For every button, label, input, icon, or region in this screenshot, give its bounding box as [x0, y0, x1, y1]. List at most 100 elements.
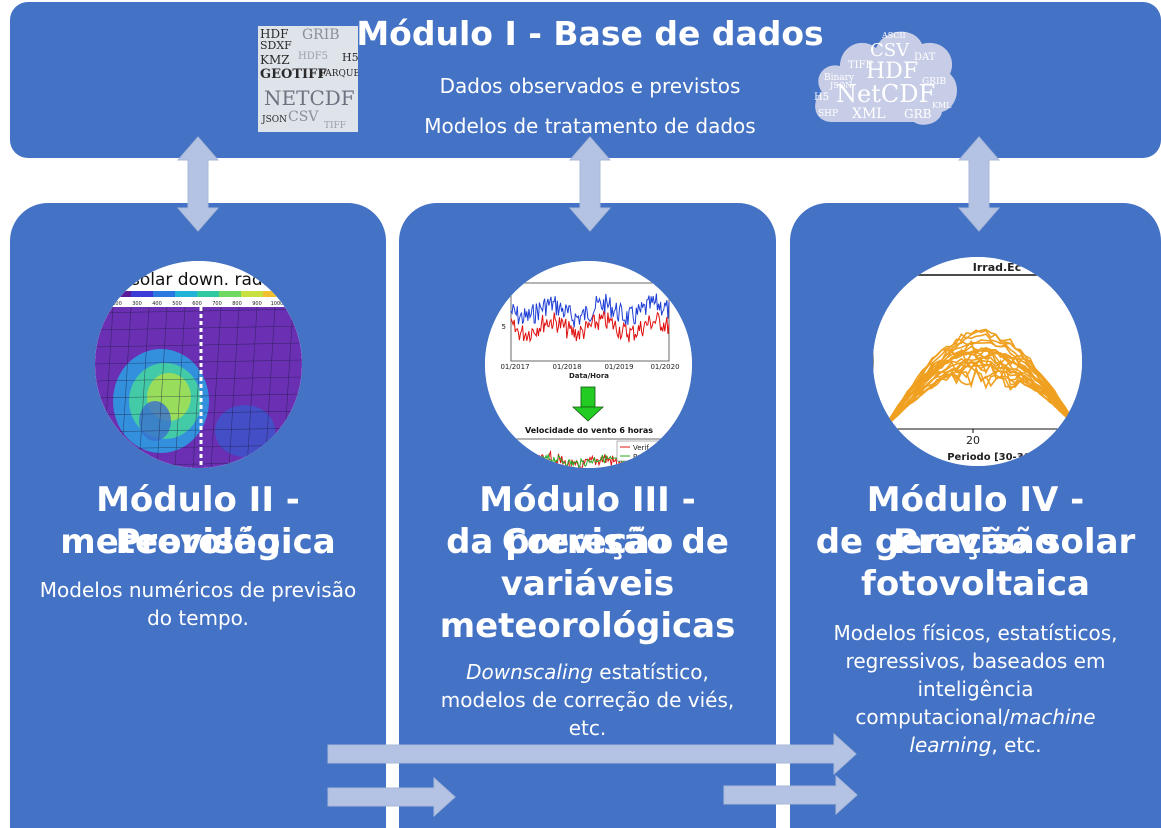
map-meridian — [156, 306, 168, 468]
chart1-y-tick: 5 — [502, 323, 506, 331]
pv-x-tick: 20 — [966, 434, 980, 447]
module4-desc-line3: inteligência — [917, 677, 1034, 701]
colorbar-tick: 500 — [172, 301, 182, 307]
pv-curve — [882, 328, 1080, 430]
map-parallel — [95, 359, 302, 365]
map-parallel — [95, 410, 302, 416]
format-word: TIFF — [324, 121, 347, 131]
format-word: PARQUET — [320, 69, 358, 79]
data-formats-word-cloud-left: HDF SDXF KMZ GEOTIFF PARQUET H5 NETCDF C… — [258, 26, 358, 132]
chart1-x-tick: 01/2020 — [650, 363, 679, 371]
module3-desc-line2: modelos de correção de viés, — [440, 688, 735, 712]
module4-desc-line5: learning, etc. — [790, 732, 1161, 759]
pv-x-label: Periodo [30-30- — [947, 452, 1035, 463]
map-meridian — [192, 306, 204, 468]
double-arrow-module1-module2 — [176, 136, 220, 232]
colorbar-tick: 900 — [252, 301, 262, 307]
colorbar-swatch — [175, 291, 197, 297]
colorbar-tick: 200 — [112, 301, 122, 307]
module4-box: Irrad.Ec 20 3 Periodo [30-30- Módulo IV … — [790, 203, 1161, 828]
cloud-word: CSV — [870, 40, 910, 61]
chart1-x-label: Data/Hora — [569, 372, 609, 380]
flow-arrow-module2-to-module3 — [327, 776, 456, 818]
module3-title-line1: Módulo III - Correção — [479, 480, 696, 562]
format-word: H5 — [342, 51, 358, 64]
format-word: KMZ — [260, 53, 290, 67]
double-arrow-module1-module4 — [957, 136, 1001, 232]
cloud-word: ASCII — [881, 31, 906, 40]
map-meridian — [138, 306, 150, 468]
map-meridian — [246, 306, 258, 468]
colorbar-tick: 800 — [232, 301, 242, 307]
module2-title-line1: Módulo II - Previsão — [96, 480, 300, 562]
module4-desc-line2: regressivos, baseados em — [845, 649, 1106, 673]
module4-desc-line1: Modelos físicos, estatísticos, — [833, 621, 1118, 645]
module1-line2: Modelos de tratamento de dados — [424, 114, 756, 138]
pv-curve — [882, 357, 1080, 430]
module3-box: 5 01/2017 01/2018 01/2019 01/2020 Data/H… — [399, 203, 776, 828]
cloud-word: Binary — [824, 73, 855, 83]
format-word: HDF — [260, 27, 289, 41]
cloud-word: HDF — [866, 59, 918, 84]
map-meridian — [174, 306, 186, 468]
colorbar-swatch — [197, 291, 219, 297]
chart1-x-tick: 01/2019 — [604, 363, 633, 371]
cloud-word: KML — [932, 101, 952, 110]
module2-title-line2: meteorológica — [60, 522, 336, 562]
colorbar-tick: 600 — [192, 301, 202, 307]
legend-item: Verif — [633, 444, 649, 452]
format-word: GEOTIFF — [260, 67, 327, 82]
cloud-word: SHP — [818, 109, 838, 119]
down-arrow-icon — [571, 386, 605, 422]
cloud-word: NetCDF — [836, 80, 935, 108]
module3-desc-line1-rest: estatístico, — [592, 660, 709, 684]
map-parallel — [95, 393, 302, 399]
module3-title-line2: da previsão de — [446, 522, 729, 562]
module4-desc-italic2: learning — [909, 733, 992, 757]
module3-desc-line3: etc. — [568, 716, 607, 740]
map-parallel — [95, 308, 302, 314]
module3-desc-italic: Downscaling — [466, 660, 593, 684]
module2-desc-line1: Modelos numéricos de previsão — [39, 578, 357, 602]
map-parallel — [95, 342, 302, 348]
colorbar-swatch — [263, 291, 285, 297]
map-parallel — [95, 325, 302, 331]
colorbar-tick: 1000 — [271, 301, 284, 307]
pv-curve — [882, 361, 1080, 430]
cloud-word: TIFF — [848, 60, 873, 71]
module1-box: HDF SDXF KMZ GEOTIFF PARQUET H5 NETCDF C… — [10, 2, 1161, 158]
format-word: CSV — [288, 109, 319, 125]
map-meridian — [264, 306, 276, 468]
cloud-word: DAT — [914, 52, 936, 63]
module2-desc-line2: do tempo. — [147, 606, 249, 630]
cloud-shape-icon: CSV HDF NetCDF XML GRB TIFF DAT Binary H… — [814, 31, 957, 125]
module4-desc-pre: computacional/ — [855, 705, 1010, 729]
module4-title-line3: fotovoltaica — [861, 564, 1090, 604]
map-parallel — [95, 376, 302, 382]
colorbar-tick: 700 — [212, 301, 222, 307]
map-grid — [95, 306, 302, 468]
module4-desc-italic1: machine — [1009, 705, 1096, 729]
colorbar-tick: 300 — [132, 301, 142, 307]
module3-desc-line1: Downscaling estatístico, — [399, 659, 776, 686]
map-meridian — [228, 306, 240, 468]
pv-generation-thumbnail: Irrad.Ec 20 3 Periodo [30-30- — [873, 257, 1082, 466]
module4-title-line1: Módulo IV - Previsão — [866, 480, 1085, 562]
cloud-word: JSON — [829, 81, 852, 90]
format-word: SDXF — [260, 39, 292, 52]
chart1-x-tick: 01/2018 — [552, 363, 581, 371]
format-word: HDF5 — [298, 51, 329, 62]
flow-arrow-module3-to-module4-lower — [723, 774, 858, 816]
module4-title-line2: de geração solar — [815, 522, 1136, 562]
format-word: GRIB — [302, 27, 340, 43]
map-label: . solar down. radia — [120, 270, 278, 290]
pv-curves — [882, 328, 1080, 430]
cloud-word: GRIB — [922, 77, 947, 87]
pv-chart-title: Irrad.Ec — [973, 261, 1021, 274]
module3-title-line3: variáveis — [500, 564, 675, 604]
map-meridian — [210, 306, 222, 468]
cloud-word: XML — [852, 106, 886, 122]
